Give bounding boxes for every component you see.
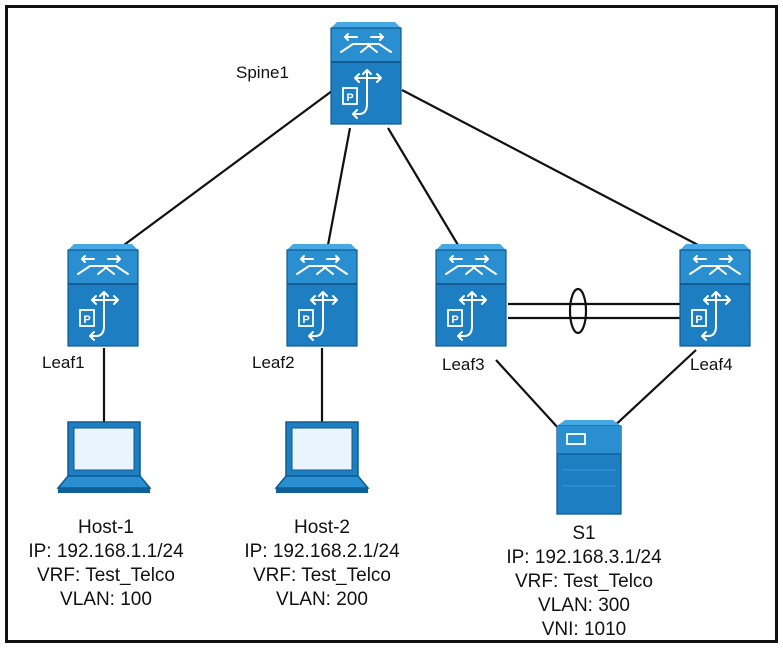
host1-vrf: VRF: Test_Telco xyxy=(37,565,175,586)
link-spine1-leaf2 xyxy=(326,127,352,246)
leaf1-label: Leaf1 xyxy=(42,353,85,372)
leaf4-label: Leaf4 xyxy=(690,355,733,374)
link-leaf4-s1 xyxy=(609,349,697,431)
link-spine1-leaf3 xyxy=(387,127,459,246)
host1-info: Host-1 IP: 192.168.1.1/24 VRF: Test_Telc… xyxy=(28,517,184,610)
link-spine1-leaf4 xyxy=(401,89,699,246)
port-channel-icon xyxy=(568,287,588,335)
s1-vrf: VRF: Test_Telco xyxy=(515,571,653,592)
laptop-icon[interactable] xyxy=(57,421,151,494)
s1-name: S1 xyxy=(572,523,595,544)
link-leaf3-s1 xyxy=(495,359,561,431)
server-icon[interactable] xyxy=(556,420,622,515)
host2-vrf: VRF: Test_Telco xyxy=(253,565,391,586)
spine-switch-icon[interactable] xyxy=(330,21,402,125)
host1-vlan: VLAN: 100 xyxy=(60,589,152,610)
host1-name: Host-1 xyxy=(78,517,134,538)
host2-name: Host-2 xyxy=(294,517,350,538)
host2-ip: IP: 192.168.2.1/24 xyxy=(244,541,400,562)
s1-info: S1 IP: 192.168.3.1/24 VRF: Test_Telco VL… xyxy=(506,523,662,640)
link-spine1-leaf1 xyxy=(123,87,337,246)
host1-ip: IP: 192.168.1.1/24 xyxy=(28,541,184,562)
leaf-switch-icon[interactable] xyxy=(435,243,507,347)
s1-vlan: VLAN: 300 xyxy=(538,595,630,616)
leaf-switch-icon[interactable] xyxy=(67,243,139,347)
s1-vni: VNI: 1010 xyxy=(542,619,627,640)
leaf2-label: Leaf2 xyxy=(252,353,295,372)
laptop-icon[interactable] xyxy=(275,421,369,494)
leaf3-label: Leaf3 xyxy=(442,355,485,374)
host2-vlan: VLAN: 200 xyxy=(276,589,368,610)
leaf-switch-icon[interactable] xyxy=(286,243,358,347)
spine1-label: Spine1 xyxy=(236,63,289,82)
leaf-switch-icon[interactable] xyxy=(679,243,751,347)
s1-ip: IP: 192.168.3.1/24 xyxy=(506,547,662,568)
host2-info: Host-2 IP: 192.168.2.1/24 VRF: Test_Telc… xyxy=(244,517,400,610)
links xyxy=(102,87,699,431)
